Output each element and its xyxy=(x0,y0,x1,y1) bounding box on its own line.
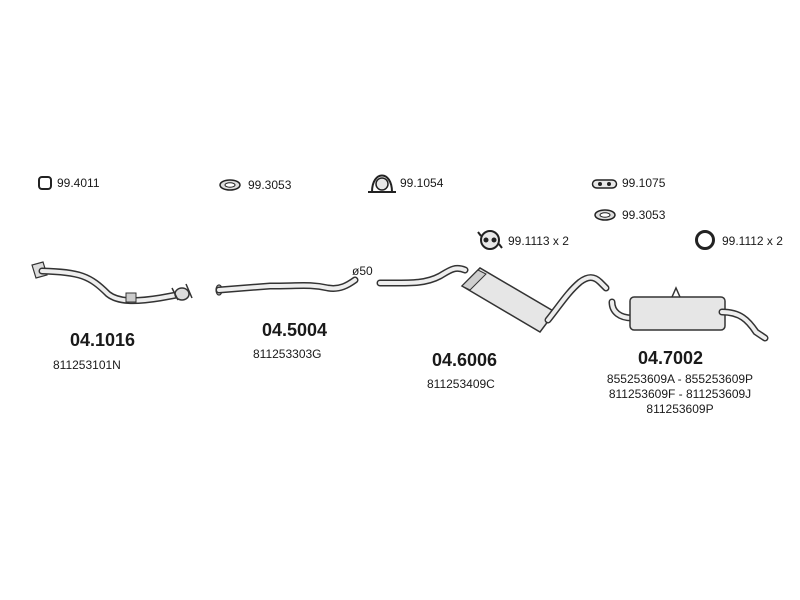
oem-number: 855253609A - 855253609P xyxy=(606,372,754,386)
accessory-code: 99.1054 xyxy=(400,176,444,190)
oem-number: 811253409C xyxy=(427,377,495,391)
part-code: 04.1016 xyxy=(70,330,136,350)
intermediate-pipe-drawing xyxy=(215,276,359,296)
o-ring-icon xyxy=(695,230,715,250)
accessory-code: 99.3053 xyxy=(248,178,292,192)
accessory-code: 99.1075 xyxy=(622,176,666,190)
square-clamp-icon xyxy=(38,176,52,190)
rubber-mount-icon xyxy=(477,230,503,250)
oem-number: 811253101N xyxy=(53,358,121,372)
diameter-note: ø50 xyxy=(352,264,373,278)
centre-silencer-drawing xyxy=(376,264,610,333)
oem-number: 811253303G xyxy=(253,347,322,361)
part-code: 04.7002 xyxy=(638,348,704,368)
rubber-hanger-icon xyxy=(591,179,618,189)
ring-gasket-icon xyxy=(594,209,616,221)
oem-number: 811253609P xyxy=(646,402,714,416)
accessory-code: 99.4011 xyxy=(57,176,100,190)
accessory-code: 99.1112 x 2 xyxy=(722,234,783,248)
front-pipe-drawing xyxy=(31,261,193,305)
part-code: 04.5004 xyxy=(262,320,328,340)
oem-number: 811253609F - 811253609J xyxy=(608,387,752,401)
u-bolt-clamp-icon xyxy=(368,174,396,193)
rear-silencer-drawing xyxy=(608,286,769,342)
ring-gasket-icon xyxy=(219,179,241,191)
accessory-code: 99.1113 x 2 xyxy=(508,234,569,248)
part-code: 04.6006 xyxy=(432,350,498,370)
accessory-code: 99.3053 xyxy=(622,208,666,222)
